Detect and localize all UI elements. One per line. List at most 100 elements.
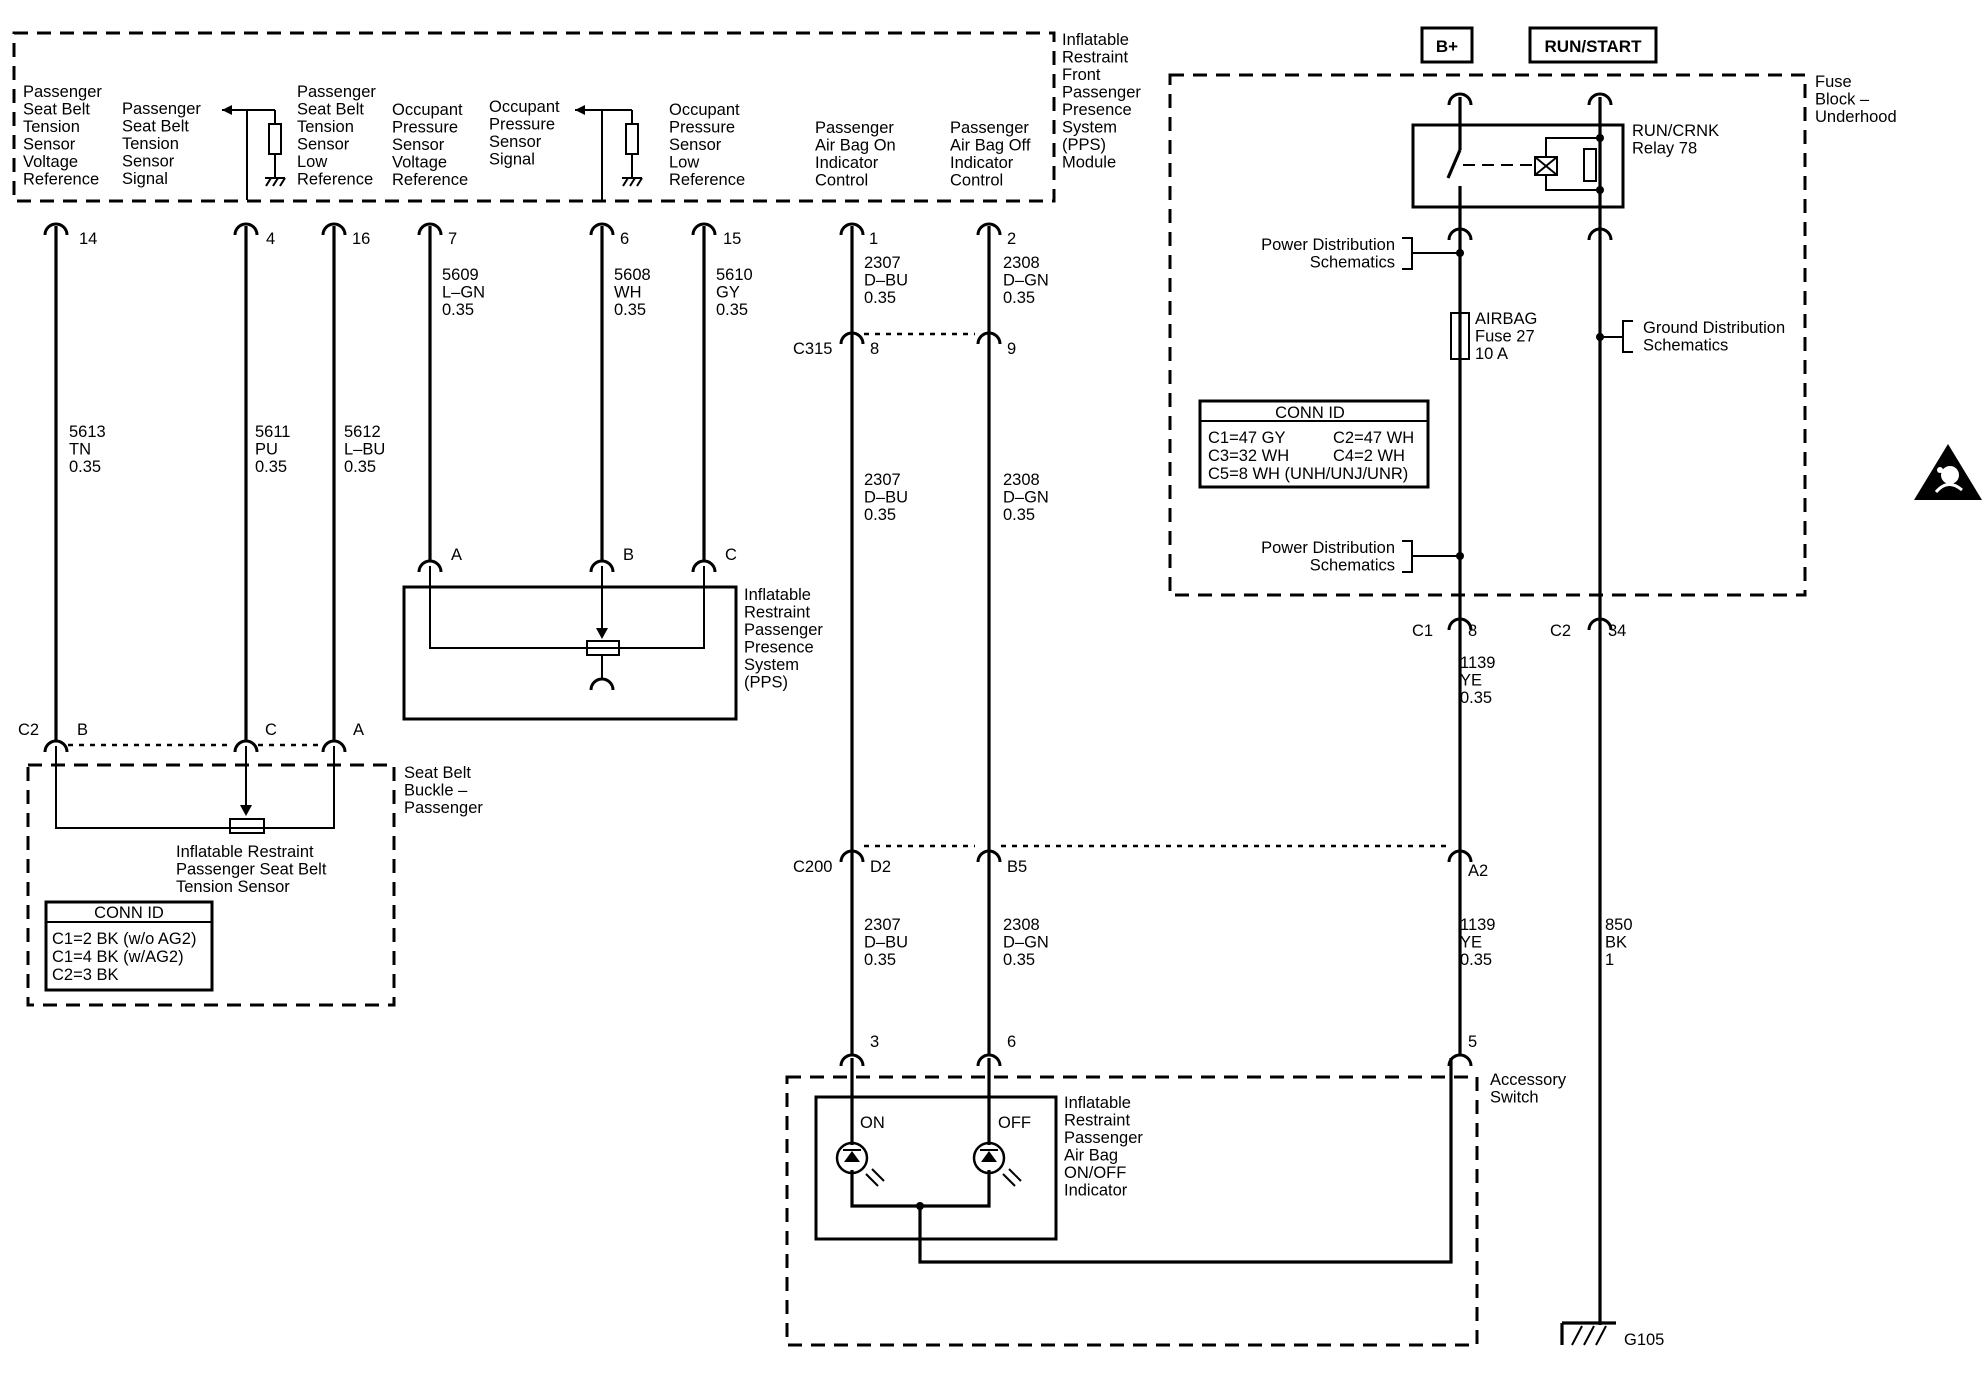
seat-belt-tension-sensor (55, 746, 335, 834)
c200-pin-b5: B5 (1007, 858, 1027, 876)
c200-connector: C200 D2 B5 A2 (793, 844, 1488, 880)
label-line: Tension (297, 118, 354, 136)
fuse-conn-id-c4: C4=2 WH (1333, 447, 1405, 465)
bplus-box (1420, 26, 1474, 64)
c315-connector: C315 8 9 (793, 331, 1016, 358)
label-line: Passenger (404, 799, 483, 817)
c200-pin-d2: D2 (870, 858, 891, 876)
label-line: Seat Belt (122, 118, 189, 136)
c200-id: C200 (793, 858, 832, 876)
label-line: Buckle – (404, 782, 468, 800)
pin-16: 16 (352, 230, 370, 248)
off-label: OFF (998, 1114, 1031, 1132)
label-line: WH (614, 284, 642, 302)
label-line: 850 (1605, 916, 1633, 934)
airbag-fuse-icon (1450, 312, 1470, 360)
label-line: Fuse 27 (1475, 328, 1535, 346)
label-line: 0.35 (864, 951, 896, 969)
label-line: Indicator (815, 154, 879, 172)
bplus-label: B+ (1436, 37, 1458, 56)
pin-1: 1 (869, 230, 878, 248)
seat-belt-connector-id: C2 (18, 721, 39, 739)
label-line: D–BU (864, 489, 908, 507)
label-line: Pressure (489, 116, 555, 134)
label-line: Seat Belt (404, 764, 471, 782)
seat-belt-buckle-box (26, 763, 396, 1007)
label-line: Inflatable (744, 586, 811, 604)
pullup-resistor-4 (222, 105, 286, 200)
label-line: TN (69, 441, 91, 459)
label-line: Passenger (1062, 84, 1141, 102)
label-line: 2307 (864, 916, 901, 934)
label-line: 2308 (1003, 254, 1040, 272)
label-line: Sensor (489, 133, 542, 151)
label-line: (PPS) (744, 674, 788, 692)
label-line: 1 (1605, 951, 1614, 969)
label-line: Tension (23, 118, 80, 136)
label-line: Presence (744, 639, 814, 657)
seat-belt-conn-id-2: C1=4 BK (w/AG2) (52, 948, 184, 966)
label-line: 0.35 (864, 506, 896, 524)
label-line: GY (716, 284, 740, 302)
pin-4: 4 (266, 230, 275, 248)
label-line: 0.35 (1460, 689, 1492, 707)
label-line: BK (1605, 934, 1627, 952)
pps-sensor-box (402, 585, 738, 721)
label-line: 0.35 (614, 301, 646, 319)
airbag-warning-icon (1914, 444, 1982, 500)
label-line: Ground Distribution (1643, 319, 1785, 337)
runstart-label: RUN/START (1545, 37, 1643, 56)
pps-module-box (12, 31, 1056, 203)
pin-2: 2 (1007, 230, 1016, 248)
c1-id: C1 (1412, 622, 1433, 640)
pps-pin-c: C (725, 546, 737, 564)
c315-pin-9: 9 (1007, 340, 1016, 358)
label-line: 1139 (1460, 916, 1495, 934)
label-line: 5613 (69, 423, 106, 441)
fuse-conn-id-box (1198, 399, 1430, 489)
label-line: Passenger (744, 621, 823, 639)
label-line: Passenger (1064, 1129, 1143, 1147)
switch-pin-6: 6 (1007, 1033, 1016, 1051)
fuse-conn-id-c5: C5=8 WH (UNH/UNJ/UNR) (1208, 465, 1408, 483)
label-line: 0.35 (1003, 951, 1035, 969)
label-line: Occupant (392, 101, 463, 119)
c315-id: C315 (793, 340, 832, 358)
label-line: Module (1062, 154, 1116, 172)
fuse-block-box (1168, 73, 1807, 597)
switch-pin-3: 3 (870, 1033, 879, 1051)
label-line: Control (815, 172, 868, 190)
label-line: Passenger (297, 83, 376, 101)
label-line: Air Bag On (815, 137, 896, 155)
label-line: D–GN (1003, 272, 1049, 290)
label-line: D–BU (864, 272, 908, 290)
pin-6: 6 (620, 230, 629, 248)
label-line: Relay 78 (1632, 140, 1697, 158)
c1-pin-8: 8 (1468, 622, 1477, 640)
fuse-conn-id-c2: C2=47 WH (1333, 429, 1414, 447)
label-line: (PPS) (1062, 136, 1106, 154)
label-line: Presence (1062, 101, 1132, 119)
label-line: Low (297, 153, 327, 171)
label-line: 0.35 (864, 289, 896, 307)
label-line: D–BU (864, 934, 908, 952)
